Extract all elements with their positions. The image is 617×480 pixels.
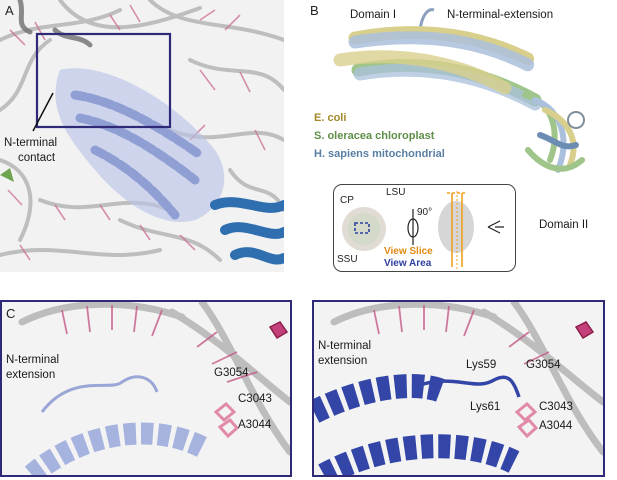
callout-text-line1: N-terminal — [4, 137, 58, 149]
c-right-residue-c3043: C3043 — [539, 401, 573, 413]
legend-human: H. sapiens mitochondrial — [314, 148, 445, 160]
panel-c-right: N-terminal extension Lys59 G3054 Lys61 C… — [308, 298, 607, 480]
panel-a-letter: A — [5, 3, 14, 18]
callout-line — [32, 92, 54, 132]
inset-cp: CP — [340, 195, 354, 206]
zoom-region-box — [35, 32, 172, 129]
inset-angle: 90° — [417, 207, 433, 218]
c-right-title-2: extension — [318, 355, 368, 367]
inset-graphic — [342, 191, 504, 269]
c-left-title-2: extension — [6, 369, 56, 381]
c-right-residue-a3044: A3044 — [539, 420, 573, 432]
panel-a: A N-terminal contact — [0, 0, 284, 272]
legend-spinach: S. oleracea chloroplast — [314, 130, 435, 142]
c-left-residue-c3043: C3043 — [238, 393, 272, 405]
panel-c-left-structure — [18, 298, 294, 480]
panel-b-letter: B — [310, 3, 319, 18]
c-right-residue-g3054: G3054 — [526, 359, 561, 371]
domain-2-label: Domain II — [539, 219, 589, 231]
panel-c-left: C N-terminal extension G3054 C3043 A3044 — [0, 298, 294, 480]
panel-a-structure — [0, 0, 284, 265]
inset-view-area: View Area — [384, 258, 432, 269]
c-right-title-1: N-terminal — [318, 340, 372, 352]
c-right-residue-lys59: Lys59 — [466, 359, 497, 371]
c-left-residue-g3054: G3054 — [214, 367, 249, 379]
nterm-extension-label: N-terminal-extension — [447, 9, 554, 21]
inset-ssu: SSU — [337, 254, 358, 265]
c-right-residue-lys61: Lys61 — [470, 401, 501, 413]
inset-view-slice: View Slice — [384, 246, 433, 257]
domain-1-label: Domain I — [350, 9, 397, 21]
c-left-residue-a3044: A3044 — [238, 419, 272, 431]
legend-ecoli: E. coli — [314, 112, 347, 124]
panel-b: B Domain I N-terminal-extension E. coli … — [300, 0, 617, 290]
green-fragment — [0, 168, 14, 182]
callout-text-line2: contact — [18, 152, 56, 164]
panel-c-letter: C — [6, 306, 16, 321]
orientation-inset: CP LSU SSU 90° View Slice View Area — [333, 184, 516, 272]
panel-b-structure — [333, 8, 585, 173]
inset-lsu: LSU — [386, 187, 406, 198]
panel-c-right-structure — [308, 298, 607, 480]
c-left-title-1: N-terminal — [6, 354, 60, 366]
